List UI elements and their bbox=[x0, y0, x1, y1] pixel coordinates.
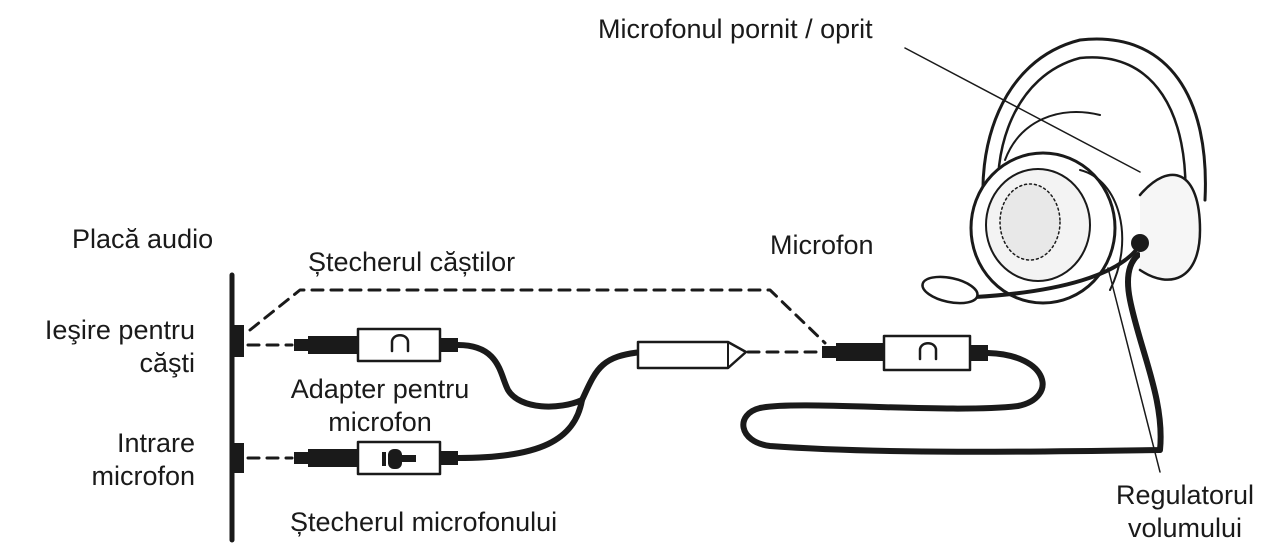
label-headphone-out-line2: căşti bbox=[139, 348, 195, 378]
label-adapter-line1: Adapter pentru bbox=[290, 374, 470, 404]
label-microphone: Microfon bbox=[770, 230, 874, 260]
adapter-cables bbox=[455, 342, 645, 461]
label-adapter-line2: microfon bbox=[328, 407, 432, 437]
headset-cable bbox=[740, 252, 1164, 455]
pointer-lines bbox=[904, 47, 1161, 473]
headset bbox=[969, 37, 1207, 305]
label-volume-line2: volumului bbox=[1127, 513, 1243, 543]
label-mic-plug: Ștecherul microfonului bbox=[290, 507, 558, 537]
label-volume-line1: Regulatorul bbox=[1115, 480, 1255, 510]
mic-jack bbox=[232, 443, 244, 473]
mic-boom bbox=[921, 234, 1149, 305]
label-headphone-plug: Ștecherul căștilor bbox=[308, 247, 516, 277]
headphone-jack bbox=[232, 325, 244, 357]
microphone-icon bbox=[382, 449, 416, 469]
dashed-connectors bbox=[246, 288, 827, 460]
adapter-headphone-plug bbox=[294, 327, 458, 363]
label-mic-switch: Microfonul pornit / oprit bbox=[598, 14, 873, 44]
label-mic-in-line1: Intrare bbox=[116, 428, 195, 458]
adapter-mic-plug bbox=[294, 440, 458, 476]
label-headphone-out-line1: Ieşire pentru bbox=[44, 315, 195, 345]
label-sound-card: Placă audio bbox=[72, 224, 214, 254]
label-mic-in-line2: microfon bbox=[91, 461, 195, 491]
headset-plug bbox=[822, 334, 988, 372]
adapter-socket bbox=[636, 340, 748, 370]
headphone-icon bbox=[390, 334, 938, 361]
